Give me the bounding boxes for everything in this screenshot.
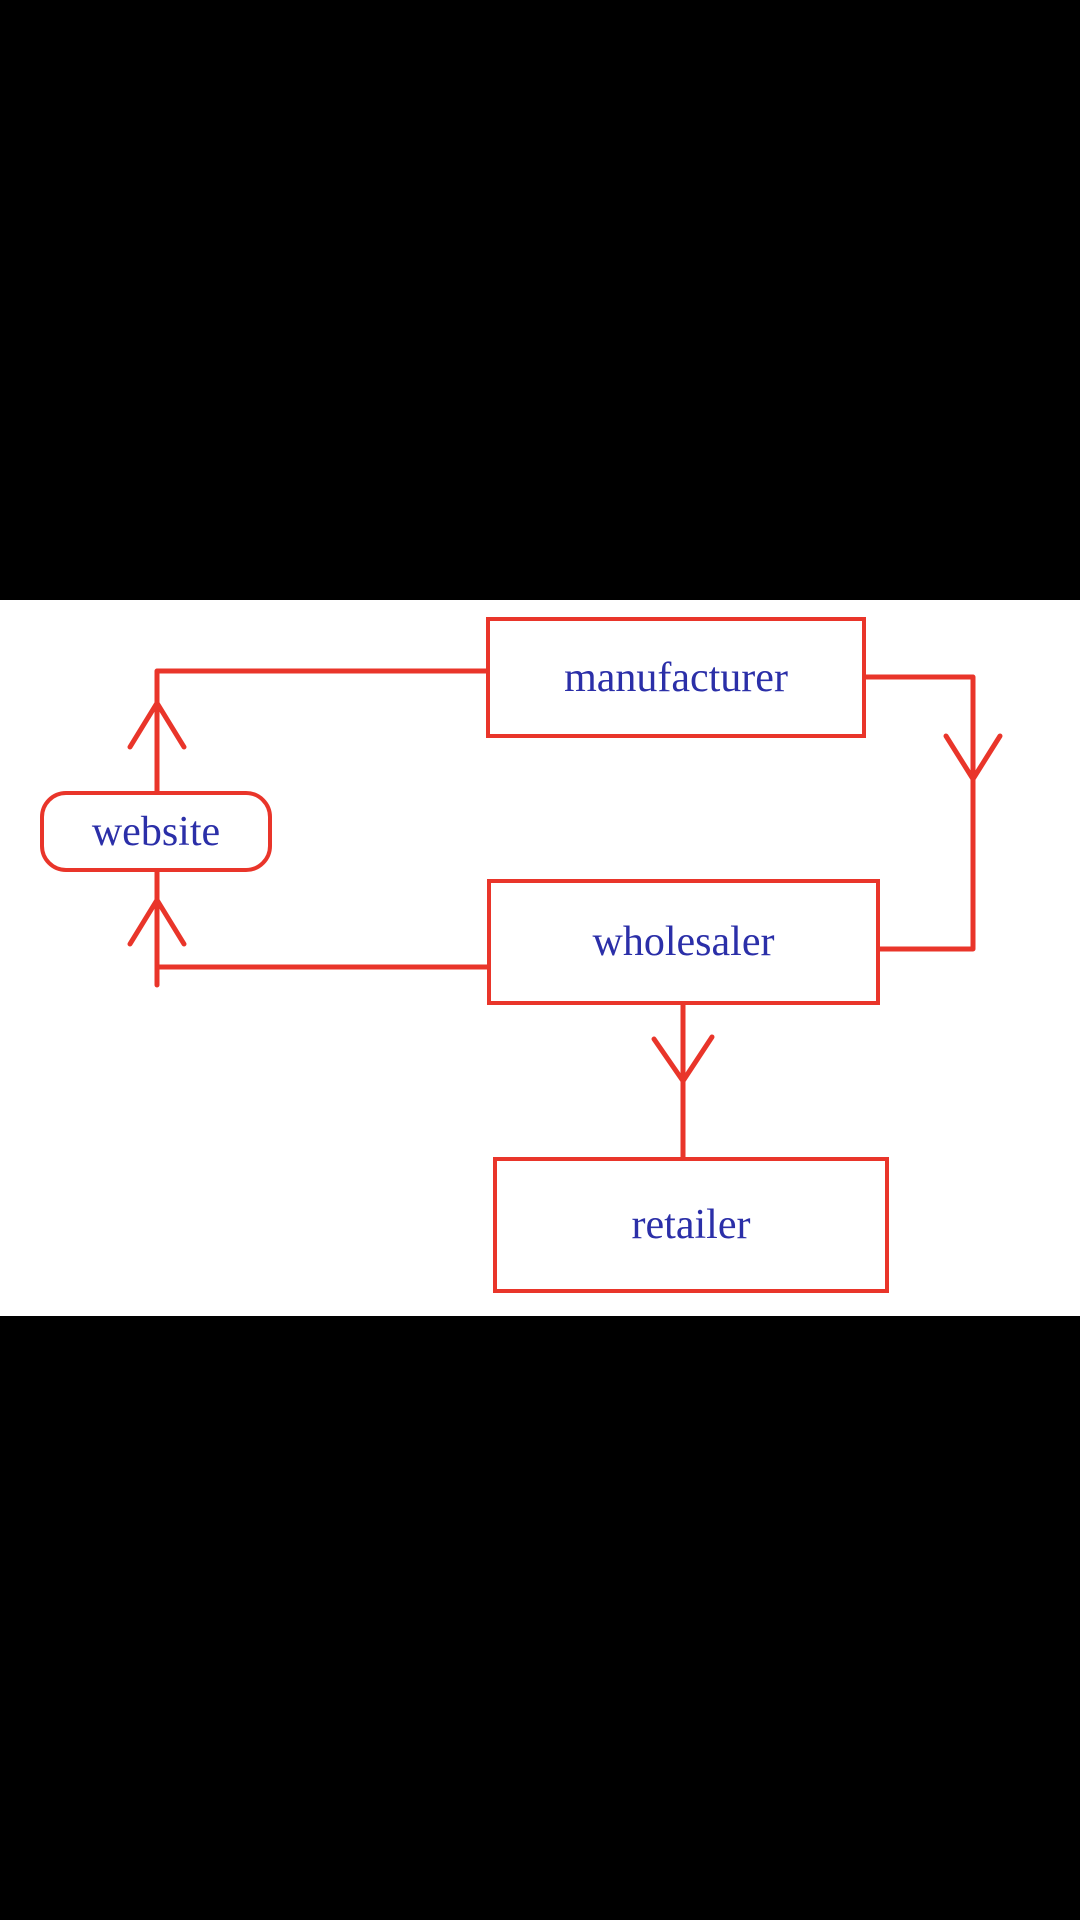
node-wholesaler-label: wholesaler <box>592 919 775 965</box>
arrowhead-down-icon <box>943 733 1003 782</box>
diagram-canvas: manufacturer website wholesaler retailer <box>0 600 1080 1316</box>
edge-manufacturer-to-wholesaler-line <box>863 674 976 952</box>
node-wholesaler: wholesaler <box>487 879 880 1005</box>
letterbox-bottom <box>0 1316 1080 1920</box>
node-retailer: retailer <box>493 1157 889 1293</box>
node-manufacturer: manufacturer <box>486 617 866 738</box>
arrowhead-up-icon <box>127 700 187 750</box>
arrowhead-up-icon <box>127 897 187 947</box>
node-website-label: website <box>91 808 221 855</box>
connector-lines <box>127 668 1003 1160</box>
arrowhead-down-icon <box>651 1034 715 1084</box>
letterbox-top <box>0 0 1080 600</box>
node-website: website <box>40 791 272 872</box>
edge-website-to-manufacturer-line <box>154 668 489 794</box>
node-manufacturer-label: manufacturer <box>564 654 788 701</box>
node-retailer-label: retailer <box>631 1202 751 1248</box>
